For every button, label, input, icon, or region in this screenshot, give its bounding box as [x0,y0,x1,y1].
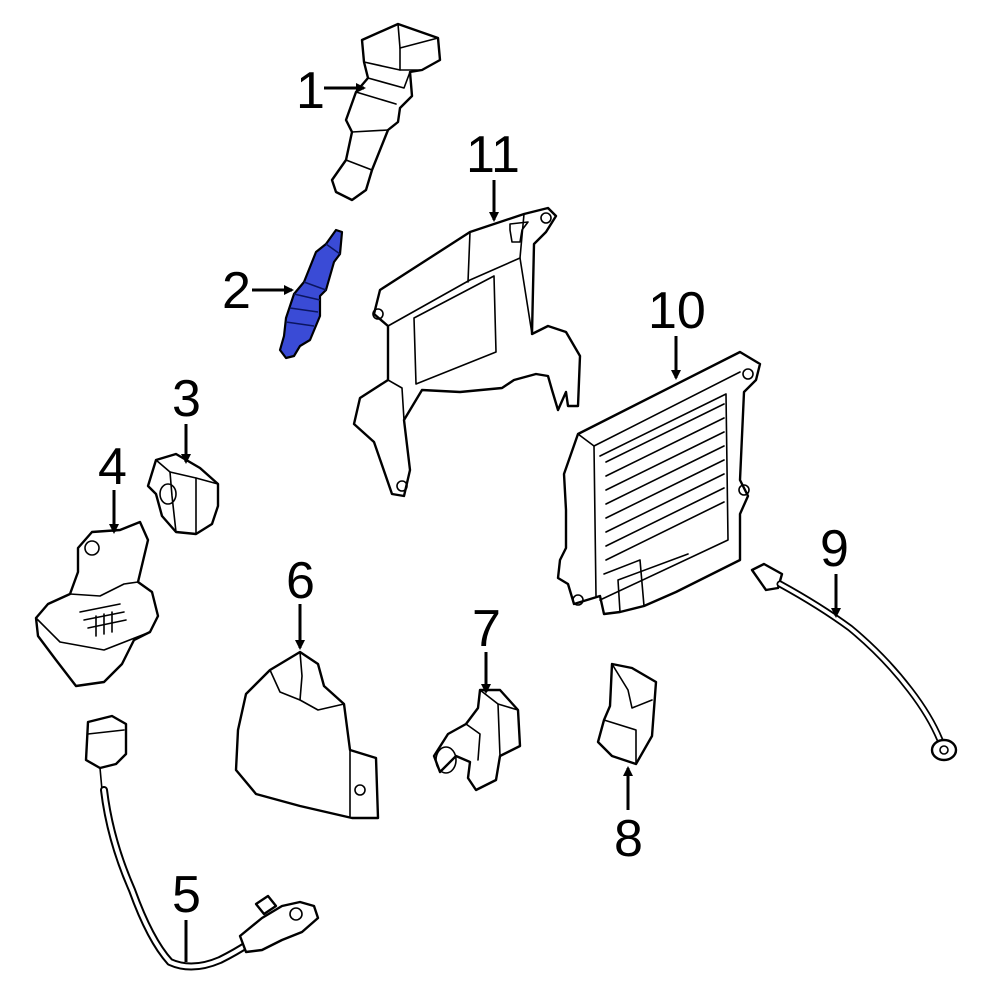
callout-3: 3 [172,370,201,428]
callout-6: 6 [286,552,315,610]
part-7-sensor[interactable] [432,688,522,792]
callout-9: 9 [820,520,849,578]
part-8-bracket[interactable] [596,662,658,766]
part-3-sensor[interactable] [146,452,220,536]
callout-5: 5 [172,866,201,924]
part-10-ecu[interactable] [556,350,762,616]
part-4-bracket[interactable] [34,520,160,688]
part-2-spark-plug[interactable] [278,228,344,360]
part-6-heat-shield[interactable] [234,650,380,820]
part-9-sensor-cable[interactable] [750,562,958,762]
callout-11: 11 [466,126,520,184]
callout-4: 4 [98,438,127,496]
callout-arrows [109,83,841,962]
part-1-ignition-coil[interactable] [330,22,442,202]
callout-7: 7 [472,600,501,658]
callout-10: 10 [648,282,706,340]
part-5-sensor-cable[interactable] [84,714,320,971]
part-11-mounting-bracket[interactable] [352,206,582,498]
callout-labels: 1 2 3 4 5 6 7 8 9 10 11 [98,62,849,924]
callout-1: 1 [296,62,325,120]
callout-8: 8 [614,810,643,868]
callout-2: 2 [222,262,251,320]
